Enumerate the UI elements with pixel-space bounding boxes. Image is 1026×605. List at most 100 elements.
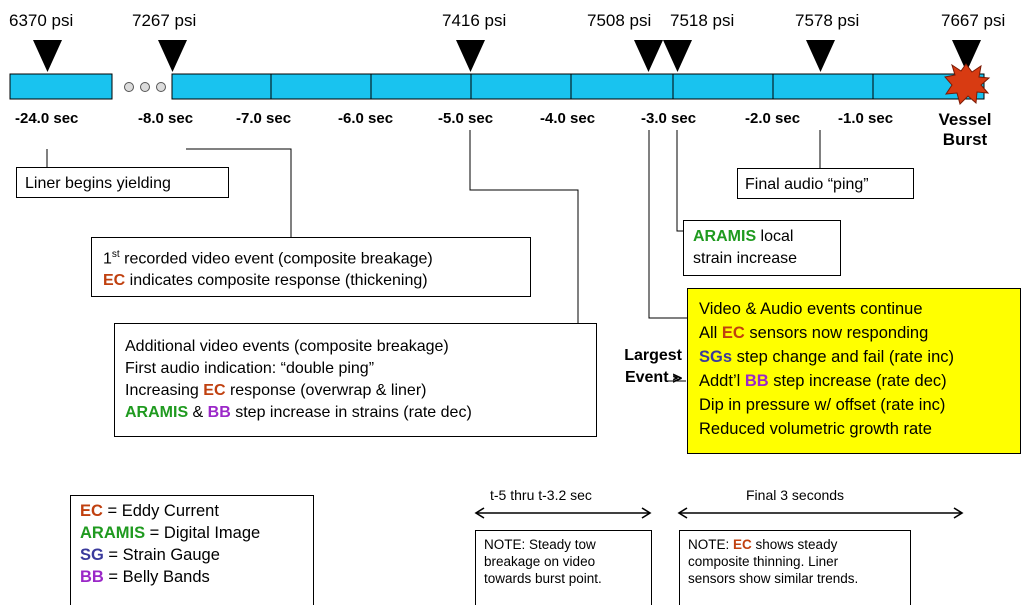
largest-event-line2: Event ⪢ (624, 369, 682, 386)
connector (469, 130, 579, 323)
legend-box: EC = Eddy Current ARAMIS = Digital Image… (70, 495, 314, 605)
additional-line4-amp: & (188, 404, 208, 421)
note2-line2: composite thinning. Liner (688, 554, 839, 569)
note-composite-thinning: NOTE: EC shows steady composite thinning… (679, 530, 911, 605)
ellipsis-dots (124, 82, 166, 92)
pressure-label: 7578 psi (795, 11, 860, 30)
first-video-line1: 1st recorded video event (composite brea… (103, 244, 519, 270)
note1-line2: breakage on video (484, 554, 596, 569)
sg-abbr: SGs (699, 348, 733, 366)
largest-line6: Reduced volumetric growth rate (699, 420, 932, 438)
largest-event-label: Largest Event ⪢ (610, 345, 682, 389)
marker-triangle (663, 40, 692, 72)
pressure-label: 7267 psi (132, 11, 197, 30)
time-label: -1.0 sec (838, 110, 894, 127)
bar-segment-pre (9, 73, 113, 100)
ec-abbr: EC (103, 272, 126, 290)
time-label: -3.0 sec (641, 110, 697, 127)
largest-event-box: Video & Audio events continue All EC sen… (687, 288, 1021, 454)
bar-segment-main (171, 73, 985, 100)
first-video-event-box: 1st recorded video event (composite brea… (91, 237, 531, 297)
marker-triangle (33, 40, 62, 72)
bb-abbr: BB (744, 372, 769, 390)
time-label: -24.0 sec (15, 110, 79, 127)
aramis-local-box: ARAMIS local strain increase (683, 220, 841, 276)
note2-line1-post: shows steady (751, 537, 838, 552)
additional-events-box: Additional video events (composite break… (114, 323, 597, 437)
additional-line3-pre: Increasing (125, 382, 204, 399)
time-label: -4.0 sec (540, 110, 596, 127)
largest-line2-pre: All (699, 324, 722, 342)
liner-yield-text: Liner begins yielding (25, 175, 171, 192)
span-label-right: Final 3 seconds (746, 487, 845, 503)
bb-abbr: BB (207, 404, 231, 421)
legend-text: = Belly Bands (103, 568, 210, 586)
note-tow-breakage: NOTE: Steady tow breakage on video towar… (475, 530, 652, 605)
largest-line5: Dip in pressure w/ offset (rate inc) (699, 396, 946, 414)
pressure-label: 7508 psi (587, 11, 652, 30)
aramis-local-suffix: local (756, 228, 794, 245)
burst-label: Vessel Burst (935, 110, 995, 150)
legend-text: = Digital Image (145, 524, 261, 542)
legend-item-sg: SG = Strain Gauge (80, 544, 304, 566)
legend-item-bb: BB = Belly Bands (80, 566, 304, 588)
connector (648, 130, 688, 319)
time-label: -8.0 sec (138, 110, 194, 127)
additional-line2: First audio indication: “double ping” (125, 360, 375, 377)
first-video-text: recorded video event (composite breakage… (119, 250, 433, 268)
connector (186, 148, 292, 237)
largest-line3: SGs step change and fail (rate inc) (699, 345, 1009, 369)
burst-starburst (944, 63, 991, 105)
timeline-bar (9, 73, 985, 100)
time-label: -5.0 sec (438, 110, 494, 127)
ec-abbr: EC (80, 502, 103, 520)
note1-line1: NOTE: Steady tow (484, 537, 596, 552)
aramis-local-line1: ARAMIS local (693, 226, 831, 248)
burst-label-line2: Burst (942, 130, 988, 149)
largest-line3-post: step change and fail (rate inc) (732, 348, 954, 366)
ec-abbr: EC (721, 324, 745, 342)
legend-item-ec: EC = Eddy Current (80, 500, 304, 522)
burst-label-line1: Vessel (938, 110, 992, 129)
liner-yield-box: Liner begins yielding (16, 167, 229, 198)
legend-item-aramis: ARAMIS = Digital Image (80, 522, 304, 544)
note2-pre: NOTE: (688, 537, 734, 552)
largest-line2-post: sensors now responding (744, 324, 929, 342)
ec-abbr: EC (733, 537, 752, 552)
connector-lines (46, 130, 821, 323)
additional-line4-post: step increase in strains (rate dec) (230, 404, 472, 421)
marker-triangle (806, 40, 835, 72)
aramis-abbr: ARAMIS (125, 404, 189, 421)
legend-text: = Strain Gauge (103, 546, 220, 564)
additional-line4: ARAMIS & BB step increase in strains (ra… (125, 402, 586, 424)
aramis-abbr: ARAMIS (80, 524, 146, 542)
first-video-ec-text: indicates composite response (thickening… (125, 272, 428, 290)
largest-line4-post: step increase (rate dec) (768, 372, 947, 390)
marker-triangle (456, 40, 485, 72)
marker-triangle (158, 40, 187, 72)
note1-line3: towards burst point. (484, 571, 602, 586)
pressure-label: 7518 psi (670, 11, 735, 30)
aramis-abbr: ARAMIS (693, 228, 757, 245)
first-video-ordinal-sup: st (111, 249, 120, 260)
additional-line1: Additional video events (composite break… (125, 338, 449, 355)
aramis-local-line2: strain increase (693, 250, 798, 267)
span-label-left: t-5 thru t-3.2 sec (490, 487, 592, 503)
first-video-line2: EC indicates composite response (thicken… (103, 270, 519, 292)
marker-triangle (634, 40, 663, 72)
final-ping-box: Final audio “ping” (737, 168, 914, 199)
final-ping-text: Final audio “ping” (745, 176, 869, 193)
bb-abbr: BB (80, 568, 104, 586)
additional-line3-post: response (overwrap & liner) (225, 382, 427, 399)
pressure-label: 7667 psi (941, 11, 1006, 30)
marker-triangle (952, 40, 981, 72)
legend-text: = Eddy Current (102, 502, 219, 520)
pressure-label: 6370 psi (9, 11, 74, 30)
largest-line2: All EC sensors now responding (699, 321, 1009, 345)
first-video-ordinal: 1 (103, 250, 112, 268)
sg-abbr: SG (80, 546, 104, 564)
ec-abbr: EC (203, 382, 226, 399)
note2-line3: sensors show similar trends. (688, 571, 859, 586)
largest-event-line1: Largest (624, 347, 682, 364)
